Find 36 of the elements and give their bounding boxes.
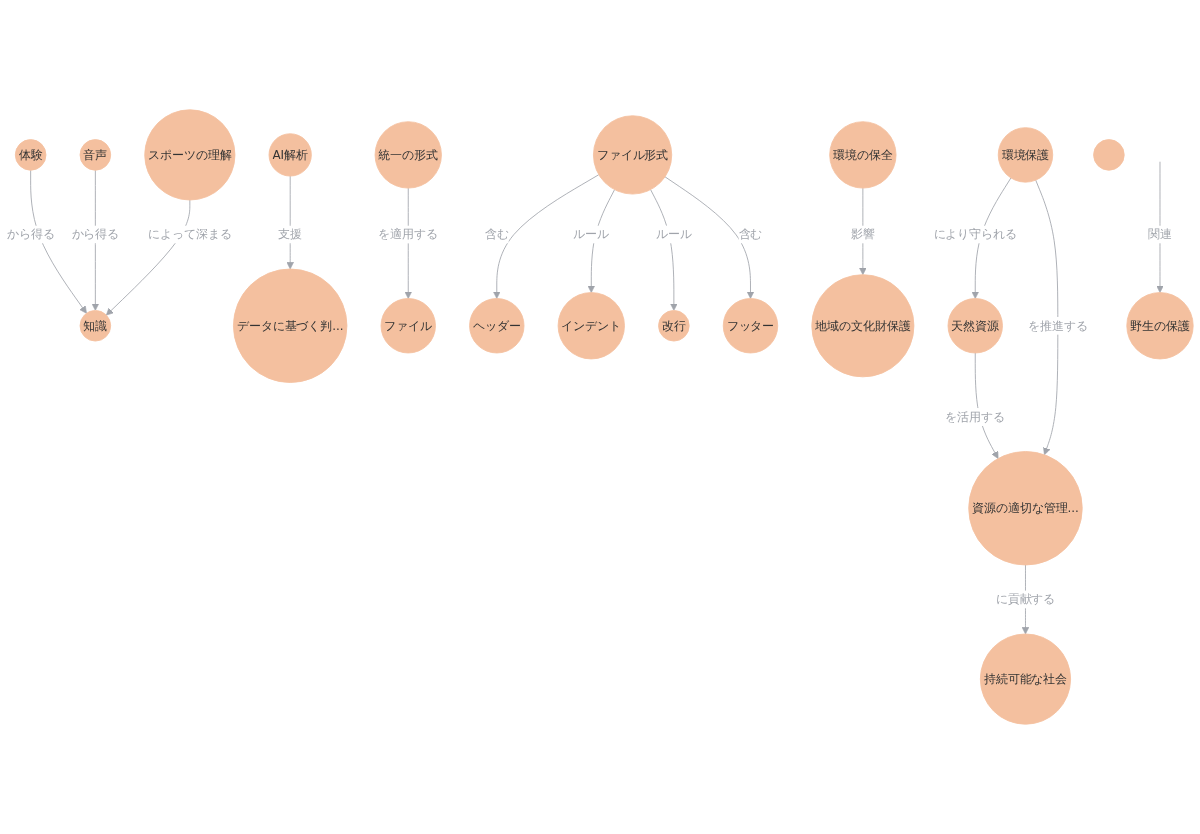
edge-label: から得る [71, 227, 120, 241]
node-circle: ファイル形式 [593, 115, 673, 195]
node-circle: 資源の適切な管理... [968, 451, 1083, 566]
node-circle [1093, 139, 1125, 171]
node-circle: 知識 [79, 310, 112, 342]
node-circle: インデント [557, 292, 625, 360]
edge-label: によって深まる [148, 227, 232, 241]
node-circle: 持続可能な社会 [979, 633, 1072, 725]
node-circle: 環境の保全 [829, 121, 897, 189]
edge-label: ルール [655, 227, 692, 241]
node-circle: スポーツの理解 [144, 109, 236, 201]
edge-label: を推進する [1028, 318, 1088, 333]
node-circle: 改行 [658, 310, 690, 342]
edge-label: を活用する [945, 409, 1006, 424]
node-circle: ヘッダー [469, 298, 525, 354]
edge-label: 支援 [278, 227, 303, 241]
node-circle: 天然資源 [947, 298, 1003, 354]
node-circle: 体験 [14, 139, 47, 171]
edge-label: 含む [484, 227, 509, 241]
edge-label: により守られる [933, 227, 1017, 241]
edge-label: ルール [573, 227, 610, 241]
node-circle: ファイル [380, 298, 436, 354]
node-circle: 野生の保護 [1126, 292, 1194, 360]
edge-label: 影響 [850, 227, 875, 241]
node-circle: フッター [722, 298, 779, 354]
edge-label: 含む [738, 227, 763, 241]
node-circle: データに基づく判... [233, 268, 348, 383]
node-circle: AI解析 [268, 133, 312, 177]
node-circle: 地域の文化財保護 [811, 274, 915, 378]
node-circle: 音声 [79, 139, 112, 171]
edge-label: 関連 [1148, 227, 1172, 241]
edge-label: から得る [6, 227, 55, 241]
node-circle: 統一の形式 [374, 121, 442, 189]
node-circle: 環境保護 [997, 127, 1054, 183]
edge-label: に貢献する [995, 592, 1056, 606]
edge-label: を適用する [378, 227, 439, 241]
